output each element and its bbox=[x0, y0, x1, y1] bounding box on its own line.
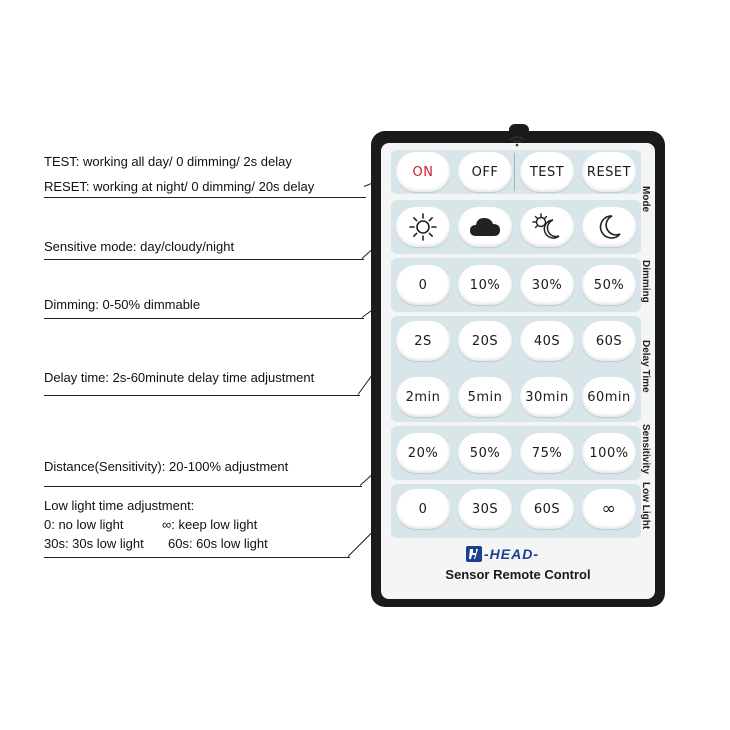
dusk-mode-button[interactable] bbox=[520, 207, 574, 247]
annotation-lowlight-a: 0: no low light bbox=[44, 516, 124, 532]
leader-line-delay bbox=[44, 395, 360, 396]
night-mode-button[interactable] bbox=[582, 207, 636, 247]
dimming-30-button[interactable]: 30% bbox=[520, 265, 574, 305]
annotation-lowlight: Low light time adjustment: 0: no low lig… bbox=[44, 497, 268, 554]
brand: -HEAD- bbox=[466, 544, 566, 564]
dimming-50-button[interactable]: 50% bbox=[582, 265, 636, 305]
sensitivity-50-button[interactable]: 50% bbox=[458, 433, 512, 473]
on-button[interactable]: ON bbox=[396, 152, 450, 192]
leader-line-distance bbox=[44, 486, 362, 487]
mode-divider bbox=[514, 153, 515, 191]
annotation-mode: TEST: working all day/ 0 dimming/ 2s del… bbox=[44, 153, 314, 197]
moon-icon bbox=[599, 215, 621, 239]
day-mode-button[interactable] bbox=[396, 207, 450, 247]
test-button[interactable]: TEST bbox=[520, 152, 574, 192]
cloud-icon bbox=[470, 218, 500, 236]
sensitivity-100-button[interactable]: 100% bbox=[582, 433, 636, 473]
annotation-lowlight-d: 60s: 60s low light bbox=[168, 535, 268, 551]
side-label-lowlight: Low Light bbox=[640, 482, 651, 530]
delay-2min-button[interactable]: 2min bbox=[396, 377, 450, 417]
sun-icon bbox=[409, 213, 437, 241]
dimming-0-button[interactable]: 0 bbox=[396, 265, 450, 305]
sensitivity-75-button[interactable]: 75% bbox=[520, 433, 574, 473]
dimming-10-button[interactable]: 10% bbox=[458, 265, 512, 305]
annotation-lowlight-c: 30s: 30s low light bbox=[44, 535, 144, 551]
annotation-mode-test: TEST: working all day/ 0 dimming/ 2s del… bbox=[44, 154, 292, 169]
side-label-sensitivity: Sensitivity bbox=[640, 424, 651, 475]
lowlight-30s-button[interactable]: 30S bbox=[458, 489, 512, 529]
lowlight-60s-button[interactable]: 60S bbox=[520, 489, 574, 529]
delay-30min-button[interactable]: 30min bbox=[520, 377, 574, 417]
annotation-delay: Delay time: 2s-60minute delay time adjus… bbox=[44, 370, 315, 385]
annotation-lowlight-row2: 30s: 30s low light 60s: 60s low light bbox=[44, 535, 268, 554]
off-button[interactable]: OFF bbox=[458, 152, 512, 192]
lowlight-0-button[interactable]: 0 bbox=[396, 489, 450, 529]
delay-5min-button[interactable]: 5min bbox=[458, 377, 512, 417]
lowlight-infinity-button[interactable]: ∞ bbox=[582, 489, 636, 529]
wifi-signal-icon bbox=[509, 136, 525, 147]
annotation-lowlight-row1: 0: no low light ∞: keep low light bbox=[44, 516, 268, 535]
remote-antenna bbox=[509, 124, 529, 134]
annotation-dimming: Dimming: 0-50% dimmable bbox=[44, 297, 201, 312]
reset-button[interactable]: RESET bbox=[582, 152, 636, 192]
leader-line-dimming bbox=[44, 318, 364, 319]
delay-60min-button[interactable]: 60min bbox=[582, 377, 636, 417]
delay-60s-button[interactable]: 60S bbox=[582, 321, 636, 361]
annotation-sensitive: Sensitive mode: day/cloudy/night bbox=[44, 239, 235, 254]
annotation-lowlight-title: Low light time adjustment: bbox=[44, 498, 195, 513]
delay-2s-button[interactable]: 2S bbox=[396, 321, 450, 361]
leader-line-lowlight bbox=[44, 557, 350, 558]
remote-subtitle: Sensor Remote Control bbox=[445, 567, 591, 582]
annotation-mode-reset: RESET: working at night/ 0 dimming/ 20s … bbox=[44, 178, 315, 194]
sun-moon-icon bbox=[532, 213, 560, 239]
side-label-mode: Mode bbox=[640, 186, 651, 213]
annotation-distance: Distance(Sensitivity): 20-100% adjustmen… bbox=[44, 459, 289, 474]
delay-40s-button[interactable]: 40S bbox=[520, 321, 574, 361]
leader-line-sensitive bbox=[44, 259, 364, 260]
sensitivity-20-button[interactable]: 20% bbox=[396, 433, 450, 473]
brand-logo-icon bbox=[466, 546, 482, 562]
delay-20s-button[interactable]: 20S bbox=[458, 321, 512, 361]
side-label-dimming: Dimming bbox=[640, 260, 651, 303]
annotation-lowlight-b: ∞: keep low light bbox=[162, 516, 258, 532]
brand-name: -HEAD- bbox=[484, 546, 539, 562]
side-label-delay: Delay Time bbox=[640, 340, 651, 393]
leader-line-mode bbox=[44, 197, 366, 198]
cloudy-mode-button[interactable] bbox=[458, 207, 512, 247]
